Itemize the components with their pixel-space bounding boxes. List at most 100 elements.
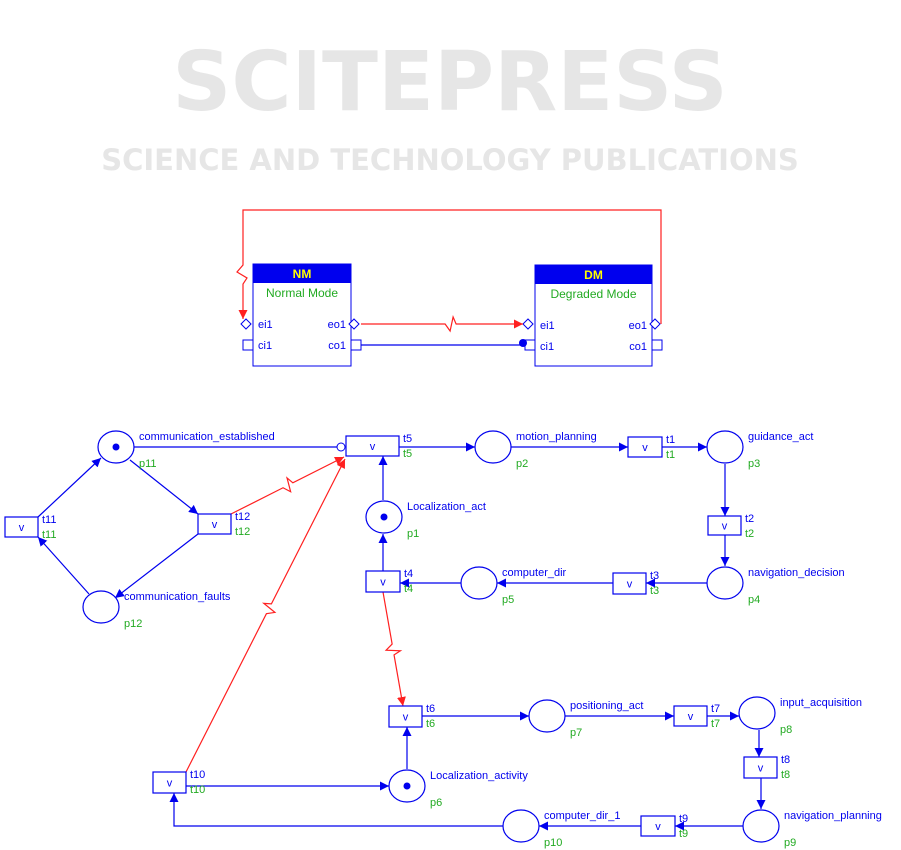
port-label-co: co1 bbox=[629, 341, 647, 353]
place-p7[interactable] bbox=[528, 699, 566, 733]
port-ei-diamond-icon[interactable] bbox=[240, 318, 252, 330]
module-return-arc bbox=[236, 209, 662, 324]
port-label-eo: eo1 bbox=[629, 320, 647, 332]
place-circle[interactable] bbox=[460, 566, 498, 600]
transition-t11[interactable] bbox=[4, 516, 39, 538]
connector-dot-icon bbox=[519, 339, 527, 347]
transition-id: t8 bbox=[781, 769, 790, 781]
place-circle[interactable] bbox=[706, 430, 744, 464]
transition-t7[interactable] bbox=[673, 705, 708, 727]
place-circle[interactable] bbox=[706, 566, 744, 600]
place-label: positioning_act bbox=[570, 700, 643, 712]
transition-t3[interactable] bbox=[612, 572, 647, 595]
place-p5[interactable] bbox=[460, 566, 498, 600]
transition-id: t6 bbox=[426, 718, 435, 730]
place-p10[interactable] bbox=[502, 809, 540, 843]
place-id: p6 bbox=[430, 797, 442, 809]
place-id: p8 bbox=[780, 724, 792, 736]
port-co-square-icon[interactable] bbox=[350, 339, 362, 351]
place-p6[interactable] bbox=[388, 769, 426, 803]
place-id: p5 bbox=[502, 594, 514, 606]
module-nm bbox=[252, 263, 352, 367]
place-label: Localization_act bbox=[407, 501, 486, 513]
transition-name: t7 bbox=[711, 703, 720, 715]
transition-glyph: v bbox=[167, 778, 173, 790]
place-p4[interactable] bbox=[706, 566, 744, 600]
port-eo-diamond-icon[interactable] bbox=[649, 318, 661, 330]
transition-t5[interactable] bbox=[345, 435, 400, 457]
port-co-square-icon[interactable] bbox=[651, 339, 663, 351]
transition-t4[interactable] bbox=[365, 570, 401, 593]
place-id: p9 bbox=[784, 837, 796, 849]
transition-glyph: v bbox=[370, 441, 376, 453]
place-id: p1 bbox=[407, 528, 419, 540]
transition-name: t5 bbox=[403, 433, 412, 445]
arc bbox=[169, 793, 503, 827]
transition-name: t12 bbox=[235, 511, 250, 523]
token-icon bbox=[403, 782, 411, 790]
place-p1[interactable] bbox=[365, 500, 403, 534]
place-p2[interactable] bbox=[474, 430, 512, 464]
port-ci-square-icon[interactable] bbox=[242, 339, 254, 351]
port-eo-diamond-icon[interactable] bbox=[348, 318, 360, 330]
transition-id: t2 bbox=[745, 528, 754, 540]
token-icon bbox=[112, 443, 120, 451]
place-id: p4 bbox=[748, 594, 760, 606]
transition-glyph: v bbox=[722, 521, 728, 533]
transition-t6[interactable] bbox=[388, 705, 423, 728]
place-p11[interactable] bbox=[97, 430, 135, 464]
place-id: p7 bbox=[570, 727, 582, 739]
place-id: p11 bbox=[139, 458, 157, 470]
place-label: computer_dir bbox=[502, 567, 567, 579]
transition-id: t5 bbox=[403, 448, 412, 460]
watermark-subtitle: SCIENCE AND TECHNOLOGY PUBLICATIONS bbox=[101, 143, 799, 177]
arc bbox=[114, 533, 199, 599]
place-circle[interactable] bbox=[82, 590, 120, 624]
fault-arc bbox=[230, 456, 345, 515]
place-label: motion_planning bbox=[516, 431, 597, 443]
transition-t1[interactable] bbox=[627, 436, 663, 458]
transition-t8[interactable] bbox=[743, 756, 778, 779]
transition-t10[interactable] bbox=[152, 771, 187, 794]
token-icon bbox=[380, 513, 388, 521]
transition-id: t3 bbox=[650, 585, 659, 597]
place-label: communication_faults bbox=[124, 591, 231, 603]
place-p9[interactable] bbox=[742, 809, 780, 843]
place-circle[interactable] bbox=[738, 696, 776, 730]
transition-t12[interactable] bbox=[197, 513, 232, 535]
module-subtitle: Degraded Mode bbox=[550, 287, 636, 301]
transition-glyph: v bbox=[403, 712, 409, 724]
place-circle[interactable] bbox=[502, 809, 540, 843]
port-label-co: co1 bbox=[328, 340, 346, 352]
transition-id: t7 bbox=[711, 718, 720, 730]
place-circle[interactable] bbox=[528, 699, 566, 733]
transition-t9[interactable] bbox=[640, 815, 676, 837]
place-label: guidance_act bbox=[748, 431, 813, 443]
place-p12[interactable] bbox=[82, 590, 120, 624]
transition-glyph: v bbox=[688, 711, 694, 723]
transition-glyph: v bbox=[19, 522, 25, 534]
transition-name: t11 bbox=[42, 514, 56, 526]
module-header bbox=[535, 265, 652, 284]
transition-glyph: v bbox=[655, 821, 661, 833]
place-p3[interactable] bbox=[706, 430, 744, 464]
place-p8[interactable] bbox=[738, 696, 776, 730]
transition-glyph: v bbox=[212, 519, 218, 531]
transition-id: t12 bbox=[235, 526, 250, 538]
place-label: input_acquisition bbox=[780, 697, 862, 709]
transition-id: t10 bbox=[190, 784, 205, 796]
transition-id: t4 bbox=[404, 583, 413, 595]
place-circle[interactable] bbox=[474, 430, 512, 464]
transition-glyph: v bbox=[627, 579, 633, 591]
port-label-ei: ei1 bbox=[258, 319, 273, 331]
port-ei-diamond-icon[interactable] bbox=[522, 318, 534, 330]
transition-glyph: v bbox=[642, 442, 648, 454]
transition-id: t1 bbox=[666, 449, 675, 461]
place-circle[interactable] bbox=[742, 809, 780, 843]
arc bbox=[37, 457, 102, 518]
transition-t2[interactable] bbox=[707, 515, 742, 536]
port-label-ci: ci1 bbox=[258, 340, 272, 352]
place-label: navigation_decision bbox=[748, 567, 845, 579]
